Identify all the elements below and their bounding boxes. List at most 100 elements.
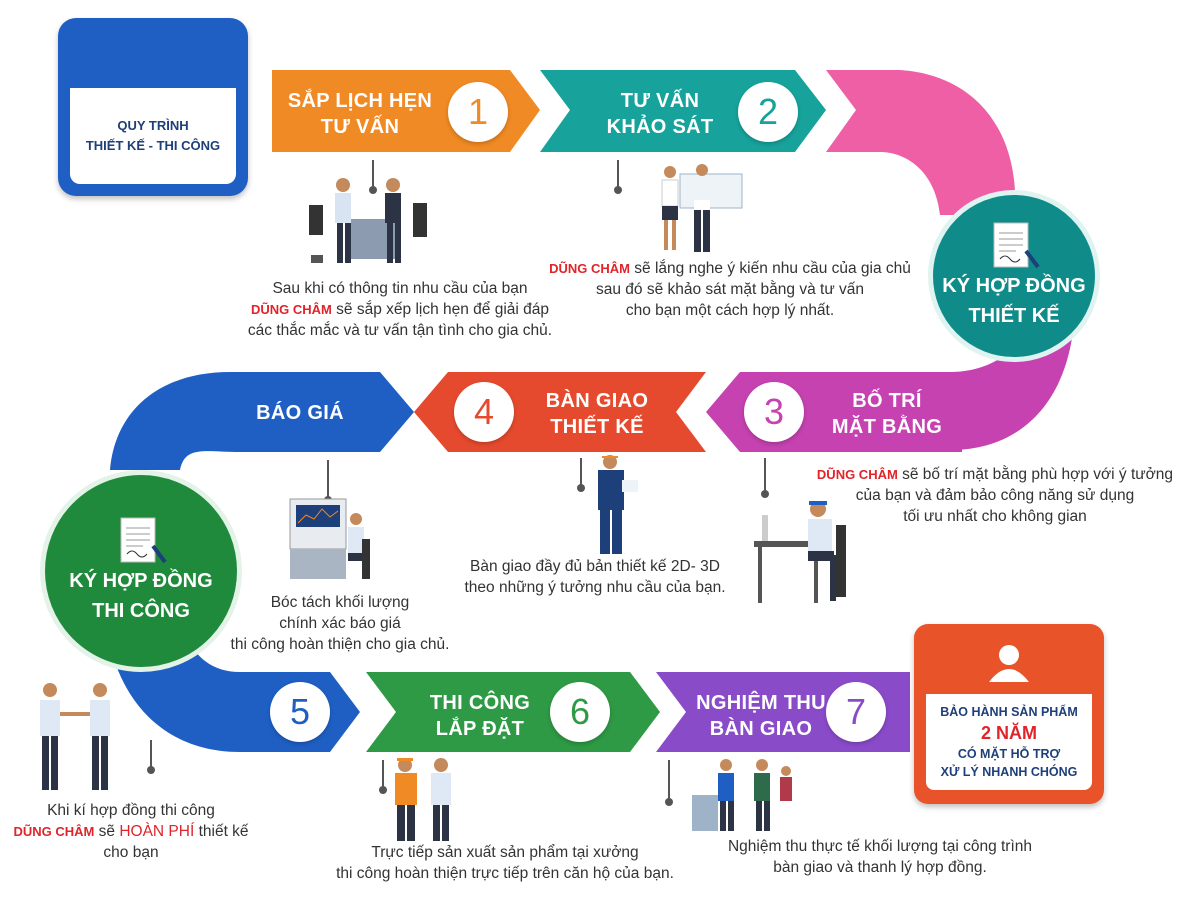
title-line-1: QUY TRÌNH bbox=[117, 118, 189, 133]
step-5-desc-line1: Khi kí hợp đồng thi công bbox=[47, 802, 215, 819]
construction-workers-illustration bbox=[395, 758, 451, 841]
contract-design-circle: KÝ HỢP ĐỒNG THIẾT KẾ bbox=[928, 190, 1100, 362]
step-3-desc-line3: tối ưu nhất cho không gian bbox=[903, 508, 1087, 525]
ribbon-curve-right-top bbox=[826, 70, 1016, 215]
warranty-line1: BẢO HÀNH SẢN PHẨM bbox=[940, 705, 1078, 719]
bao-gia-label: BÁO GIÁ bbox=[256, 402, 344, 424]
brand-name: DŨNG CHÂM bbox=[816, 467, 898, 482]
title-line-2: THIẾT KẾ - THI CÔNG bbox=[85, 138, 221, 153]
step-7-description: Nghiệm thu thực tế khối lượng tại công t… bbox=[700, 836, 1060, 878]
step-3-number: 3 bbox=[744, 382, 804, 442]
step-4-desc-line1: Bàn giao đầy đủ bản thiết kế 2D- 3D bbox=[470, 558, 720, 575]
step-5-desc-line2: DŨNG CHÂM sẽ HOÀN PHÍ thiết kế bbox=[0, 821, 262, 842]
pin-dot bbox=[379, 786, 387, 794]
brand-name: DŨNG CHÂM bbox=[250, 302, 332, 317]
pin-step-2 bbox=[617, 160, 619, 190]
contract-build-line1: KÝ HỢP ĐỒNG bbox=[69, 570, 213, 592]
designer-illustration bbox=[754, 501, 846, 603]
step-6-label: THI CÔNG LẮP ĐẶT bbox=[410, 690, 550, 742]
contract-document-icon bbox=[993, 222, 1040, 269]
user-icon bbox=[989, 645, 1029, 682]
step-1-description: Sau khi có thông tin nhu cầu của bạn DŨN… bbox=[205, 278, 595, 341]
step-3-desc-line1: DŨNG CHÂM sẽ bố trí mặt bằng phù hợp với… bbox=[790, 464, 1200, 485]
estimator-illustration bbox=[289, 498, 370, 579]
contract-document-icon bbox=[120, 517, 167, 564]
step-6-number: 6 bbox=[550, 682, 610, 742]
step-5-description: Khi kí hợp đồng thi công DŨNG CHÂM sẽ HO… bbox=[0, 800, 262, 863]
step-7-label-line2: BÀN GIAO bbox=[709, 718, 813, 740]
step-7-desc-line1: Nghiệm thu thực tế khối lượng tại công t… bbox=[727, 838, 1033, 855]
step-7-label: NGHIỆM THU BÀN GIAO bbox=[686, 690, 836, 742]
step-5-desc-line3: cho bạn bbox=[103, 844, 159, 861]
step-4-desc-line2: theo những ý tưởng nhu cầu của bạn. bbox=[464, 579, 726, 596]
step-5-desc-end: thiết kế bbox=[198, 823, 249, 840]
pin-step-7 bbox=[668, 760, 670, 802]
bao-gia-desc-line1: Bóc tách khối lượng bbox=[270, 594, 410, 611]
step-4-label-line1: BÀN GIAO bbox=[545, 390, 649, 412]
warranty-card: BẢO HÀNH SẢN PHẨM 2 NĂM CÓ MẶT HỖ TRỢ XỬ… bbox=[914, 624, 1104, 804]
step-1-desc-line3: các thắc mắc và tư vấn tận tình cho gia … bbox=[247, 322, 553, 339]
step-7-label-line1: NGHIỆM THU bbox=[696, 692, 826, 714]
warranty-line4: XỬ LÝ NHANH CHÓNG bbox=[940, 765, 1078, 779]
pin-step-6 bbox=[382, 760, 384, 790]
pin-dot bbox=[147, 766, 155, 774]
step-5-number: 5 bbox=[270, 682, 330, 742]
step-4-label-line2: THIẾT KẾ bbox=[550, 416, 644, 438]
step-3-desc-line2: của bạn và đảm bảo công năng sử dụng bbox=[855, 487, 1135, 504]
step-2-desc-line1-text: sẽ lắng nghe ý kiến nhu cầu của gia chủ bbox=[634, 260, 911, 277]
pin-step-5 bbox=[150, 740, 152, 770]
step-2-label-line2: KHẢO SÁT bbox=[606, 116, 714, 138]
survey-illustration bbox=[661, 164, 743, 252]
pin-dot bbox=[761, 490, 769, 498]
pin-dot bbox=[614, 186, 622, 194]
step-1-desc-line2: DŨNG CHÂM sẽ sắp xếp lịch hẹn để giải đá… bbox=[205, 299, 595, 320]
step-3-label: BỐ TRÍ MẶT BẰNG bbox=[812, 388, 962, 440]
step-6-desc-line1: Trực tiếp sản xuất sản phẩm tại xưởng bbox=[371, 844, 639, 861]
step-3-description: DŨNG CHÂM sẽ bố trí mặt bằng phù hợp với… bbox=[790, 464, 1200, 527]
step-4-number: 4 bbox=[454, 382, 514, 442]
step-2-desc-line2: sau đó sẽ khảo sát mặt bằng và tư vấn bbox=[595, 281, 864, 298]
step-7-desc-line2: bàn giao và thanh lý hợp đồng. bbox=[773, 859, 987, 876]
step-1-desc-line1: Sau khi có thông tin nhu cầu của bạn bbox=[272, 280, 528, 297]
bao-gia-desc-line3: thi công hoàn thiện cho gia chủ. bbox=[230, 636, 450, 653]
step-1-number: 1 bbox=[448, 82, 508, 142]
pin-step-4 bbox=[580, 458, 582, 488]
step-5-desc-highlight: HOÀN PHÍ bbox=[119, 823, 195, 840]
pin-bao-gia bbox=[327, 460, 329, 500]
step-6-description: Trực tiếp sản xuất sản phẩm tại xưởng th… bbox=[300, 842, 710, 884]
step-3-desc-line1-text: sẽ bố trí mặt bằng phù hợp với ý tưởng bbox=[902, 466, 1174, 483]
pin-dot bbox=[369, 186, 377, 194]
step-1-desc-line2-text: sẽ sắp xếp lịch hẹn để giải đáp bbox=[336, 301, 550, 318]
step-3-label-line1: BỐ TRÍ bbox=[852, 390, 922, 412]
step-5-desc-mid: sẽ bbox=[98, 823, 116, 840]
step-2-label: TƯ VẤN KHẢO SÁT bbox=[585, 88, 735, 140]
step-2-number: 2 bbox=[738, 82, 798, 142]
step-7-number: 7 bbox=[826, 682, 886, 742]
warranty-years: 2 NĂM bbox=[980, 723, 1037, 743]
pin-dot bbox=[665, 798, 673, 806]
step-1-label: SẮP LỊCH HẸN TƯ VẤN bbox=[280, 88, 440, 140]
bao-gia-description: Bóc tách khối lượng chính xác báo giá th… bbox=[200, 592, 480, 655]
meeting-illustration bbox=[309, 178, 427, 263]
handshake-illustration bbox=[40, 683, 110, 790]
step-6-label-line1: THI CÔNG bbox=[429, 692, 531, 714]
step-3-label-line2: MẶT BẰNG bbox=[831, 416, 943, 438]
contract-design-line2: THIẾT KẾ bbox=[968, 305, 1060, 327]
contract-build-line2: THI CÔNG bbox=[92, 600, 190, 622]
contract-build-circle: KÝ HỢP ĐỒNG THI CÔNG bbox=[40, 470, 242, 672]
handover-illustration bbox=[692, 759, 792, 831]
step-2-desc-line1: DŨNG CHÂM sẽ lắng nghe ý kiến nhu cầu củ… bbox=[520, 258, 940, 279]
contract-design-line1: KÝ HỢP ĐỒNG bbox=[942, 275, 1086, 297]
pin-step-3 bbox=[764, 458, 766, 494]
ribbon-curve-left bbox=[110, 372, 414, 470]
step-4-label: BÀN GIAO THIẾT KẾ bbox=[522, 388, 672, 440]
step-2-description: DŨNG CHÂM sẽ lắng nghe ý kiến nhu cầu củ… bbox=[520, 258, 940, 321]
step-2-label-line1: TƯ VẤN bbox=[620, 90, 700, 112]
worker-illustration bbox=[598, 455, 638, 554]
step-6-desc-line2: thi công hoàn thiện trực tiếp trên căn h… bbox=[336, 865, 674, 882]
step-6-label-line2: LẮP ĐẶT bbox=[435, 718, 525, 740]
bao-gia-desc-line2: chính xác báo giá bbox=[279, 615, 401, 632]
warranty-line3: CÓ MẶT HỖ TRỢ bbox=[957, 747, 1061, 761]
process-title-card: QUY TRÌNH THIẾT KẾ - THI CÔNG bbox=[58, 18, 248, 196]
brand-name: DŨNG CHÂM bbox=[549, 261, 630, 276]
